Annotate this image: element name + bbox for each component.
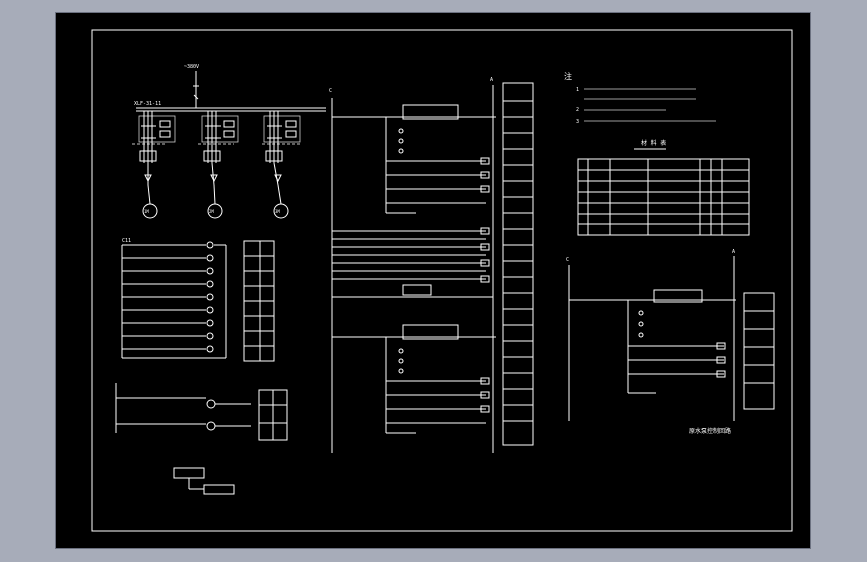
right-circuit-caption: 原水泵控制回路 xyxy=(689,427,731,435)
feeder-2 xyxy=(198,111,239,219)
note-3: 3 xyxy=(576,119,579,125)
voltage-label: ~380V xyxy=(184,64,199,70)
motor-1-label: 1M xyxy=(144,209,149,214)
center-legend-column xyxy=(502,82,534,446)
motor-3-label: 3M xyxy=(275,209,280,214)
right-bus-a: A xyxy=(732,249,735,255)
upper-group xyxy=(332,104,496,214)
right-legend-column xyxy=(743,292,775,410)
middle-group xyxy=(332,227,493,298)
lower-group xyxy=(332,324,496,434)
notes-title: 注 xyxy=(564,71,572,81)
center-bus-a: A xyxy=(490,77,493,83)
starter-label: XLF-31-11 xyxy=(134,101,161,107)
motor-2-label: 2M xyxy=(209,209,214,214)
note-1: 1 xyxy=(576,87,579,93)
notes-block: 注 1 2 3 xyxy=(564,71,716,125)
feeder-1 xyxy=(132,111,176,219)
note-2: 2 xyxy=(576,107,579,113)
cabinet-label: C11 xyxy=(122,238,131,244)
center-control-ladder: C A xyxy=(329,77,534,453)
feeder-3 xyxy=(262,111,301,219)
relay-box xyxy=(173,467,205,479)
material-table: 材 料 表 xyxy=(577,139,750,236)
material-table-title: 材 料 表 xyxy=(641,139,666,147)
lamp-column xyxy=(206,241,214,353)
inner-border xyxy=(91,29,793,532)
drawing-sheet: ~380V XLF-31-11 xyxy=(56,13,810,548)
center-bus-c: C xyxy=(329,88,332,94)
schematic-drawing: ~380V XLF-31-11 xyxy=(91,29,793,532)
power-circuit: ~380V XLF-31-11 xyxy=(132,64,326,219)
left-control-block: C11 xyxy=(115,238,288,495)
left-rungs xyxy=(122,244,206,350)
right-control-circuit: C A 原水泵控制回路 xyxy=(566,249,775,435)
right-bus-c: C xyxy=(566,257,569,263)
